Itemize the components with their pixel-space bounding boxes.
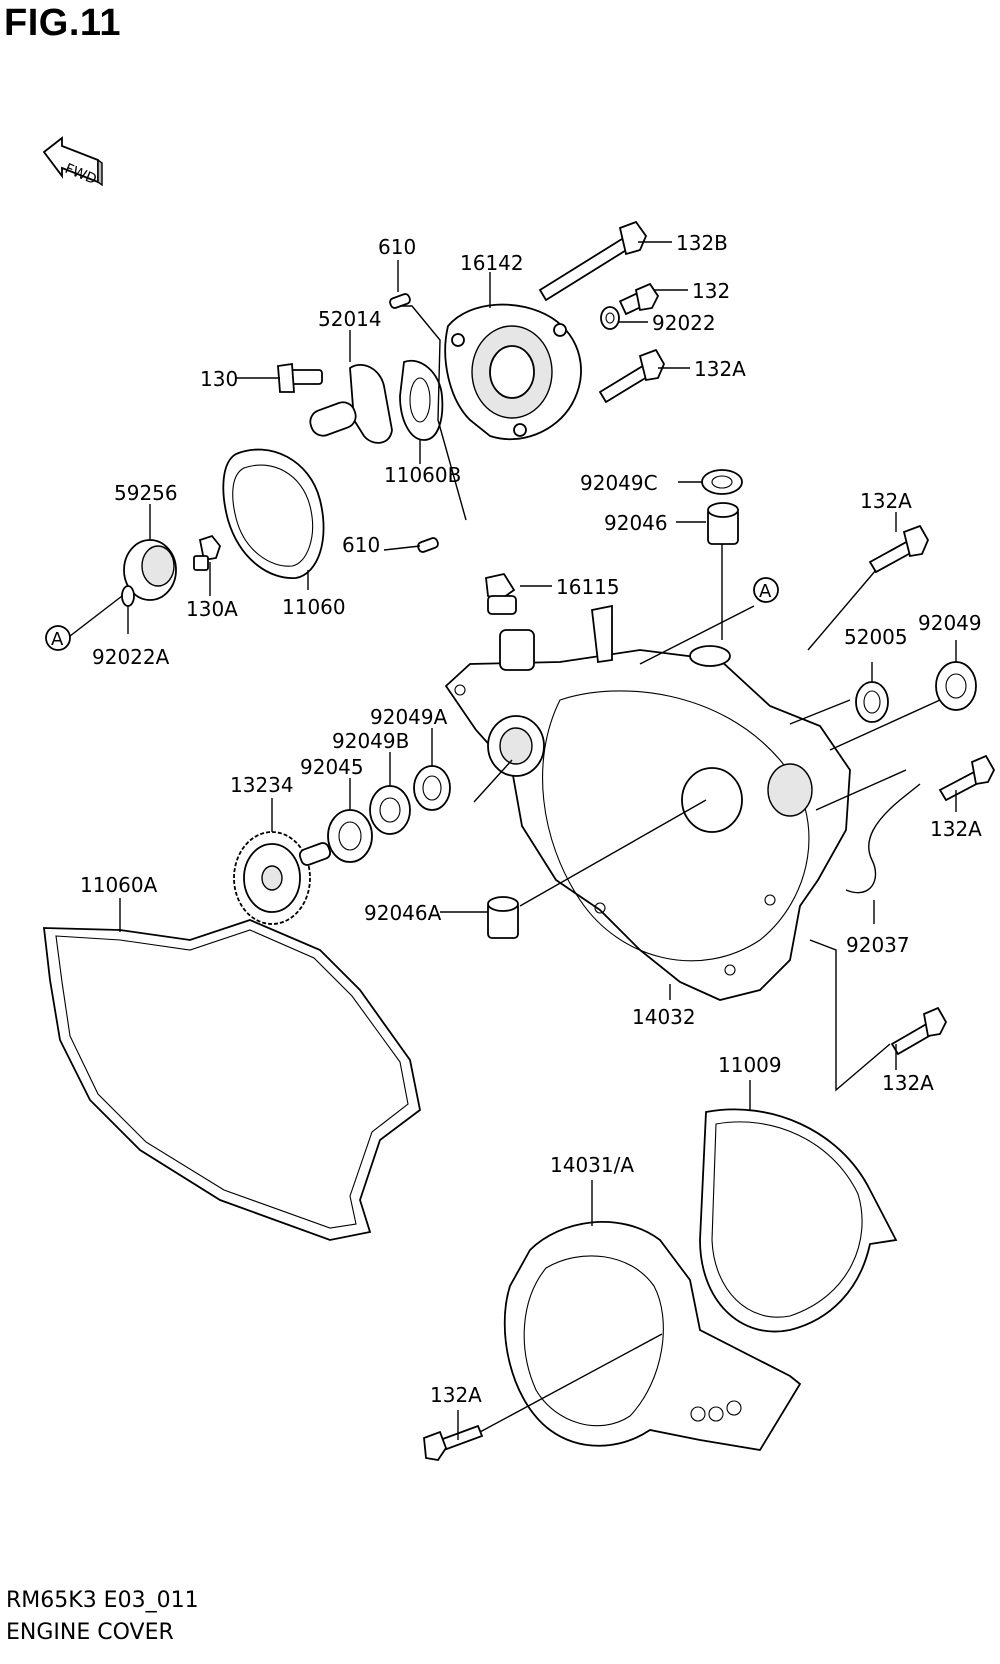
bolt-132a-lower-right xyxy=(890,1006,948,1056)
gasket-11060a xyxy=(42,919,421,1241)
label-52014: 52014 xyxy=(318,307,382,331)
oil-seal-92049a xyxy=(413,765,451,811)
bolt-132a-right-mid xyxy=(938,754,996,802)
figure-name: ENGINE COVER xyxy=(6,1620,174,1645)
label-59256: 59256 xyxy=(114,481,178,505)
label-132a-upper: 132A xyxy=(694,357,746,381)
bolt-130 xyxy=(277,362,323,393)
label-132a-right-mid: 132A xyxy=(930,817,982,841)
label-132a-right-top: 132A xyxy=(860,489,912,513)
label-16142: 16142 xyxy=(460,251,524,275)
label-92022a: 92022A xyxy=(92,645,170,669)
label-130: 130 xyxy=(200,367,238,391)
svg-text:A: A xyxy=(51,629,64,650)
oil-seal-92049 xyxy=(935,661,977,711)
gasket-11060 xyxy=(222,448,325,579)
gasket-11009 xyxy=(699,1108,898,1333)
bearing-92046 xyxy=(707,502,739,545)
label-610-top: 610 xyxy=(378,235,416,259)
label-92022: 92022 xyxy=(652,311,716,335)
label-92046: 92046 xyxy=(604,511,668,535)
gasket-11060b xyxy=(399,359,444,441)
bolt-132b xyxy=(538,220,648,302)
label-610-bottom: 610 xyxy=(342,533,380,557)
label-92049c: 92049C xyxy=(580,471,658,495)
oil-seal-92049b xyxy=(369,785,411,835)
bolt-132a-bottom xyxy=(423,1424,484,1461)
label-92046a: 92046A xyxy=(364,901,442,925)
oil-seal-52005 xyxy=(855,681,889,723)
reference-marker-a-left: A xyxy=(45,625,71,651)
bolt-132a-upper xyxy=(598,348,666,404)
label-11060: 11060 xyxy=(282,595,346,619)
oil-seal-92049c xyxy=(701,469,743,495)
reference-marker-a-right: A xyxy=(753,577,779,603)
bolt-132 xyxy=(618,282,660,316)
water-pump-cover-16142 xyxy=(444,303,582,441)
label-132a-lower-right: 132A xyxy=(882,1071,934,1095)
label-92045: 92045 xyxy=(300,755,364,779)
label-14032: 14032 xyxy=(632,1005,696,1029)
label-16115: 16115 xyxy=(556,575,620,599)
label-92037: 92037 xyxy=(846,933,910,957)
label-14031a: 14031/A xyxy=(550,1153,634,1177)
impeller-59256 xyxy=(123,539,177,601)
label-11060a: 11060A xyxy=(80,873,158,897)
leader-lines xyxy=(69,241,957,1440)
pipe-52014 xyxy=(309,364,393,444)
label-130a: 130A xyxy=(186,597,238,621)
label-92049: 92049 xyxy=(918,611,982,635)
label-52005: 52005 xyxy=(844,625,908,649)
fwd-arrow-icon: FWD xyxy=(42,136,103,188)
label-11060b: 11060B xyxy=(384,463,461,487)
label-132a-bottom: 132A xyxy=(430,1383,482,1407)
label-92049b: 92049B xyxy=(332,729,409,753)
label-132b: 132B xyxy=(676,231,728,255)
engine-cover-14032 xyxy=(444,604,851,1001)
label-92049a: 92049A xyxy=(370,705,448,729)
model-code: RM65K3 E03_011 xyxy=(6,1588,199,1613)
dowel-pin-610-bottom xyxy=(417,537,439,553)
callout-labels: 132B 610 16142 132 52014 92022 130 132A … xyxy=(80,231,982,1407)
gear-13234 xyxy=(233,831,332,925)
outer-cover-14031a xyxy=(503,1221,802,1451)
svg-text:A: A xyxy=(759,581,772,602)
bolt-130a xyxy=(193,534,222,571)
washer-92022 xyxy=(600,306,620,330)
bearing-92045 xyxy=(327,809,373,863)
label-13234: 13234 xyxy=(230,773,294,797)
label-132: 132 xyxy=(692,279,730,303)
bearing-92046a xyxy=(487,896,519,939)
filler-plug-16115 xyxy=(485,572,517,615)
bolt-132a-right-top xyxy=(868,524,930,574)
washer-92022a xyxy=(121,585,135,607)
label-11009: 11009 xyxy=(718,1053,782,1077)
figure-title: FIG.11 xyxy=(4,2,122,44)
clamp-92037 xyxy=(845,783,921,894)
